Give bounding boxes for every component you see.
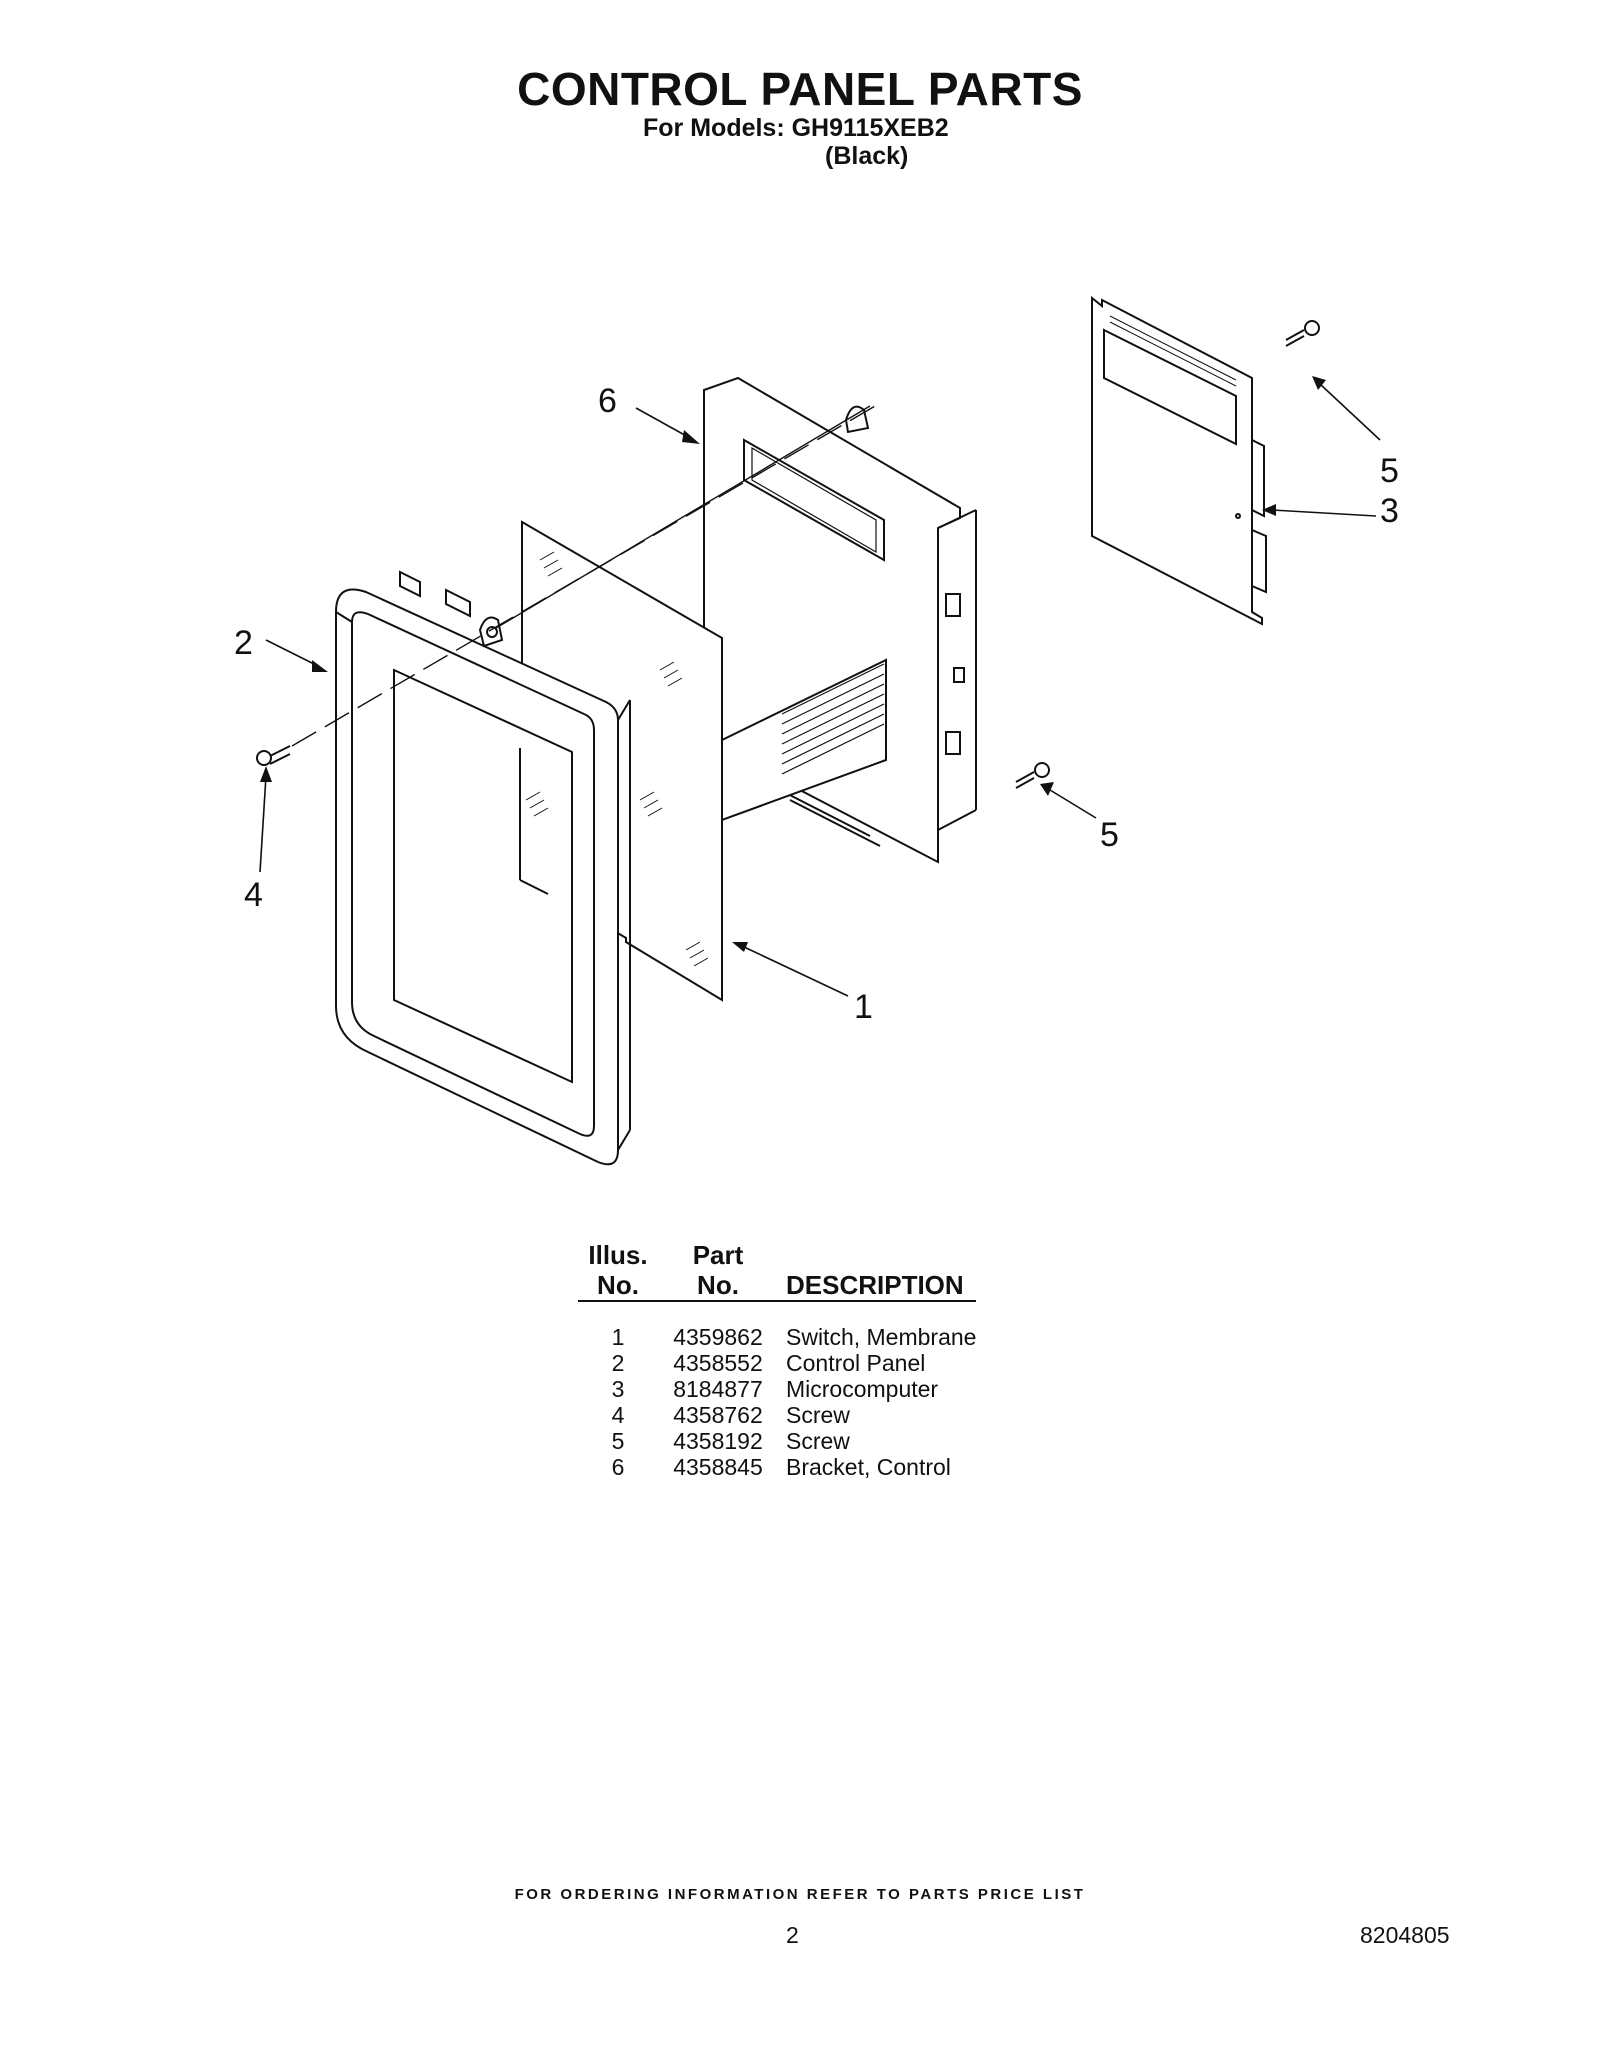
part-no: 4358762 (673, 1402, 763, 1428)
callout-4: 4 (244, 876, 263, 914)
leader-lines (259, 383, 1381, 997)
callout-5-lower: 5 (1100, 816, 1119, 854)
header-illus-line2: No. (597, 1270, 639, 1300)
page-number: 2 (786, 1922, 799, 1948)
parts-table: Illus. Part No. No. DESCRIPTION 1 435986… (578, 1240, 1008, 1480)
part-no: 4358845 (673, 1454, 763, 1480)
header-part-line2: No. (697, 1270, 739, 1300)
table-row: 2 4358552 Control Panel (578, 1350, 976, 1376)
callout-1: 1 (854, 988, 873, 1026)
part-description: Bracket, Control (786, 1454, 951, 1480)
header-part-line1: Part (692, 1240, 744, 1270)
table-row: 1 4359862 Switch, Membrane (578, 1324, 977, 1350)
models-line: For Models: GH9115XEB2 (643, 114, 949, 142)
part-description: Screw (786, 1428, 850, 1454)
illus-no: 1 (611, 1324, 625, 1350)
table-row: 3 8184877 Microcomputer (578, 1376, 976, 1402)
part-description: Control Panel (786, 1350, 926, 1376)
part-no: 4359862 (673, 1324, 763, 1350)
illus-no: 5 (611, 1428, 625, 1454)
table-row: 6 4358845 Bracket, Control (578, 1454, 976, 1480)
screw-drawing-5-lower (1015, 762, 1050, 789)
callout-6: 6 (598, 382, 617, 420)
illus-no: 6 (611, 1454, 625, 1480)
table-row: 4 4358762 Screw (578, 1402, 976, 1428)
part-description: Microcomputer (786, 1376, 939, 1402)
table-row: 5 4358192 Screw (578, 1428, 976, 1454)
callout-2: 2 (234, 624, 253, 662)
part-no: 8184877 (673, 1376, 763, 1402)
control-panel-frame-drawing (335, 570, 631, 1166)
color-line: (Black) (825, 142, 909, 170)
callout-5-upper: 5 (1380, 452, 1399, 490)
header-description: DESCRIPTION (786, 1270, 964, 1300)
part-description: Screw (786, 1402, 850, 1428)
illus-no: 3 (611, 1376, 625, 1402)
part-description: Switch, Membrane (786, 1324, 977, 1350)
exploded-parts-diagram: 6 5 3 2 5 4 1 (234, 295, 1399, 1166)
screw-drawing-4 (256, 745, 291, 766)
page-title: CONTROL PANEL PARTS (517, 63, 1083, 115)
microcomputer-board-drawing (1091, 295, 1267, 626)
part-no: 4358192 (673, 1428, 763, 1454)
callout-3: 3 (1380, 492, 1399, 530)
screw-drawing-5-upper (1285, 320, 1320, 347)
header-illus-line1: Illus. (588, 1240, 648, 1270)
illus-no: 4 (611, 1402, 625, 1428)
document-number: 8204805 (1360, 1922, 1450, 1948)
part-no: 4358552 (673, 1350, 763, 1376)
ordering-note: FOR ORDERING INFORMATION REFER TO PARTS … (514, 1886, 1086, 1903)
illus-no: 2 (611, 1350, 625, 1376)
